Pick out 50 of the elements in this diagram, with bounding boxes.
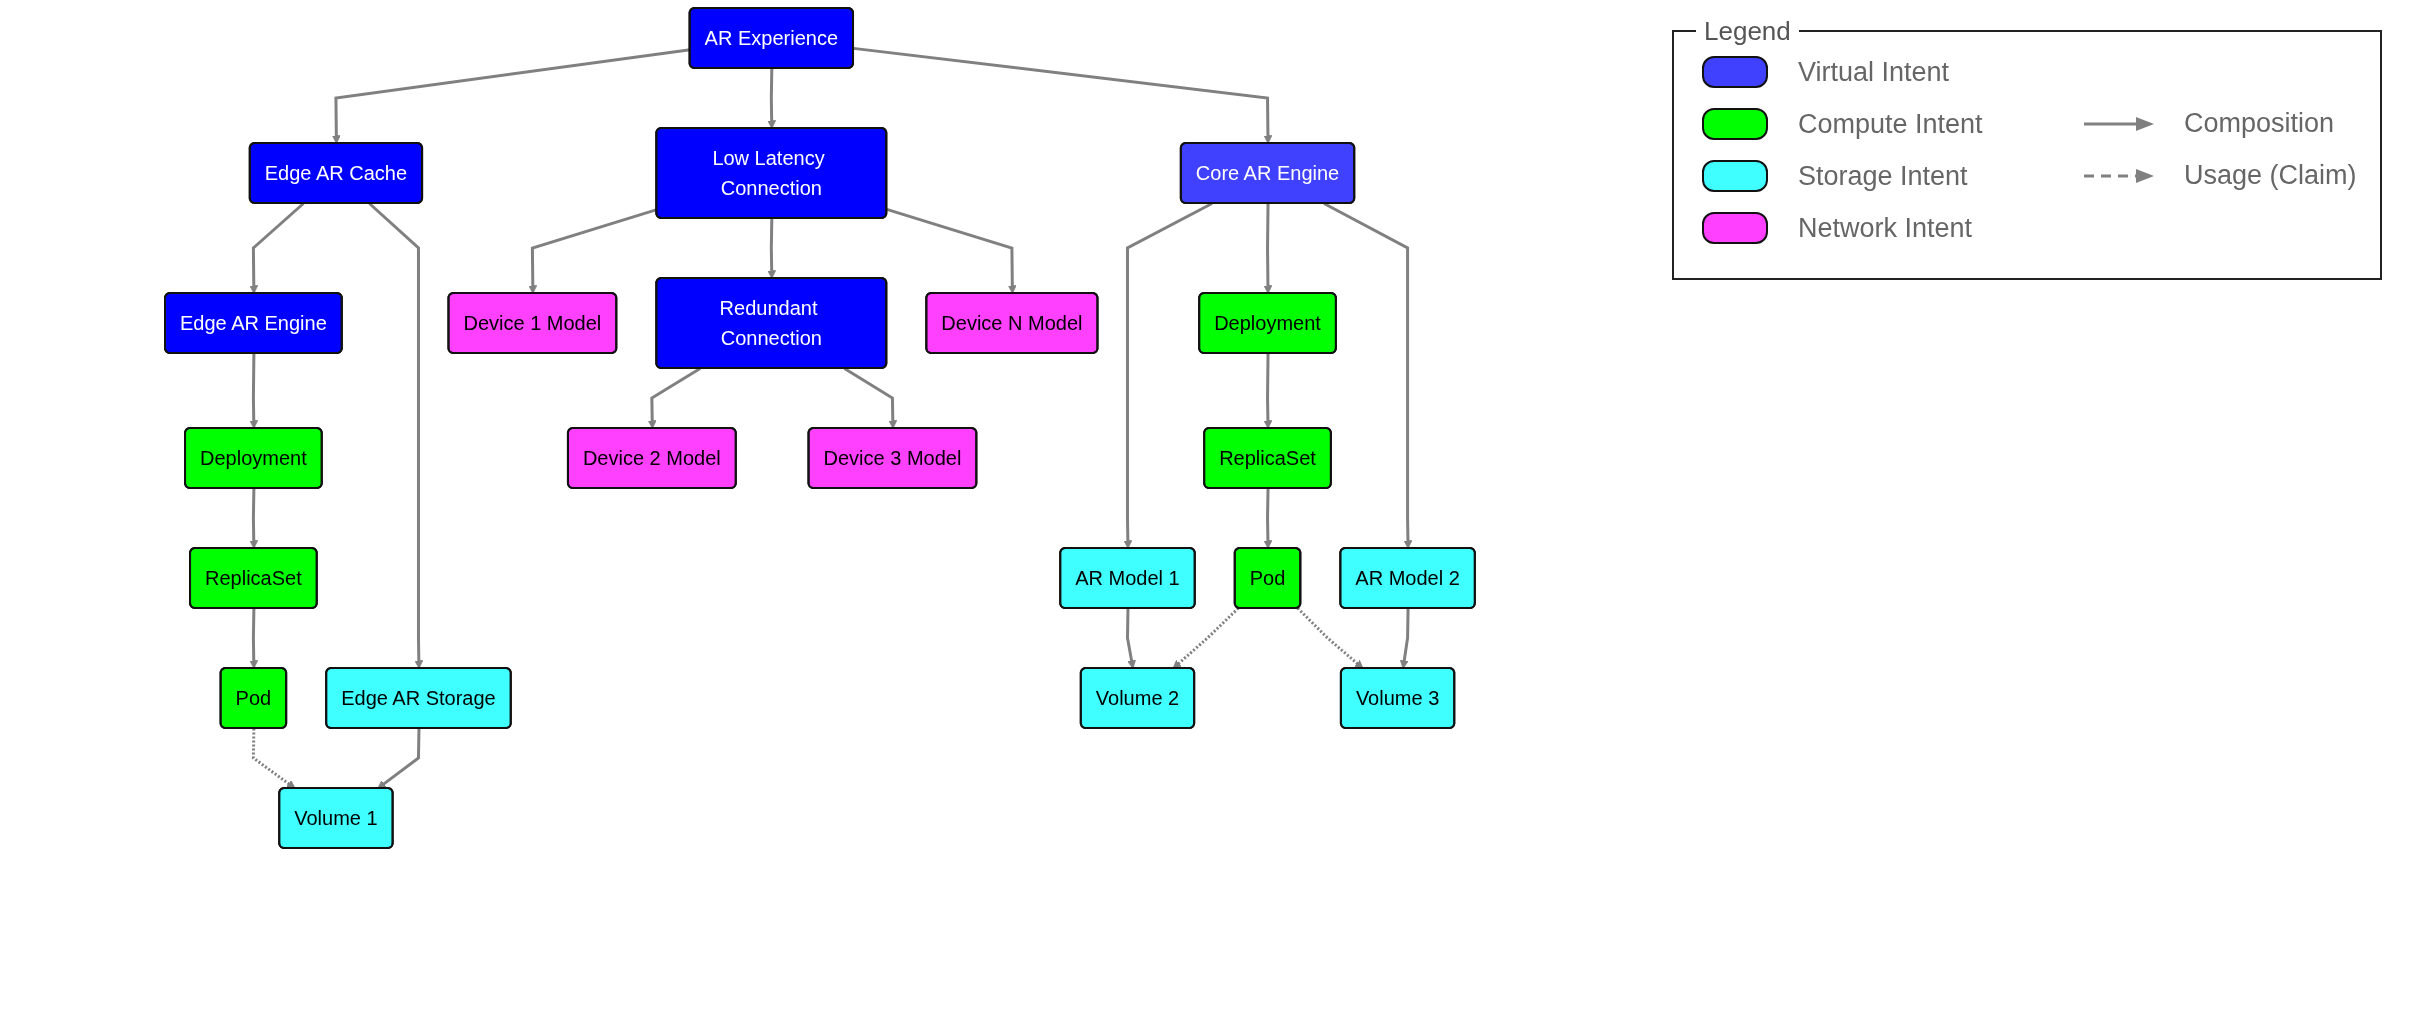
process-box: Device N Model: [925, 292, 1099, 354]
process-box: ReplicaSet: [1203, 427, 1332, 489]
arrow: [1126, 608, 1136, 669]
arrow: [368, 202, 424, 669]
arrow: [767, 218, 777, 279]
arrow: [1323, 202, 1413, 549]
arrow: [767, 68, 777, 129]
legend-text: Virtual Intent: [1798, 56, 1950, 88]
process-box: AR Experience: [688, 7, 855, 69]
process-box: Volume 3: [1339, 667, 1456, 729]
process-box: Edge AR Storage: [325, 667, 512, 729]
process-box: Deployment: [184, 427, 323, 489]
process-box: Device 1 Model: [447, 292, 618, 354]
arrow: [647, 367, 701, 429]
process-box: Volume 2: [1079, 667, 1196, 729]
arrow: [1263, 488, 1273, 549]
process-box: Redundant Connection: [655, 277, 888, 369]
process-box: Volume 1: [278, 787, 394, 849]
arrow: [251, 728, 296, 789]
process-box: AR Model 1: [1059, 547, 1196, 609]
arrow: [1399, 608, 1410, 669]
process-box: Low Latency Connection: [655, 127, 888, 219]
arrow: [853, 46, 1273, 144]
arrow: [377, 728, 421, 789]
process-box: Device 2 Model: [567, 427, 737, 489]
arrow: [1123, 202, 1213, 549]
arrow: [249, 353, 259, 429]
legend-text: Storage Intent: [1798, 160, 1968, 192]
process-box: Device 3 Model: [807, 427, 978, 489]
process-box: Pod: [219, 667, 288, 729]
process-box: Deployment: [1198, 292, 1337, 354]
arrow: [249, 608, 259, 669]
legend-text: Compute Intent: [1798, 108, 1983, 140]
process-box: Core AR Engine: [1179, 142, 1356, 204]
legend-text: Network Intent: [1798, 212, 1973, 244]
process-box: AR Model 2: [1339, 547, 1476, 609]
process-box: Edge AR Engine: [164, 292, 343, 354]
legend-text: Usage (Claim): [2184, 160, 2357, 191]
arrow: [1263, 203, 1273, 294]
arrow: [886, 207, 1017, 294]
arrow: [249, 202, 305, 294]
arrow: [1172, 607, 1240, 669]
arrow: [1263, 353, 1273, 429]
process-box: ReplicaSet: [189, 547, 318, 609]
legend-text: Composition: [2184, 108, 2335, 139]
arrow: [843, 367, 898, 429]
process-box: Pod: [1233, 547, 1302, 609]
process-box: Edge AR Cache: [248, 142, 424, 204]
arrow: [249, 488, 259, 549]
arrow: [1296, 607, 1364, 669]
